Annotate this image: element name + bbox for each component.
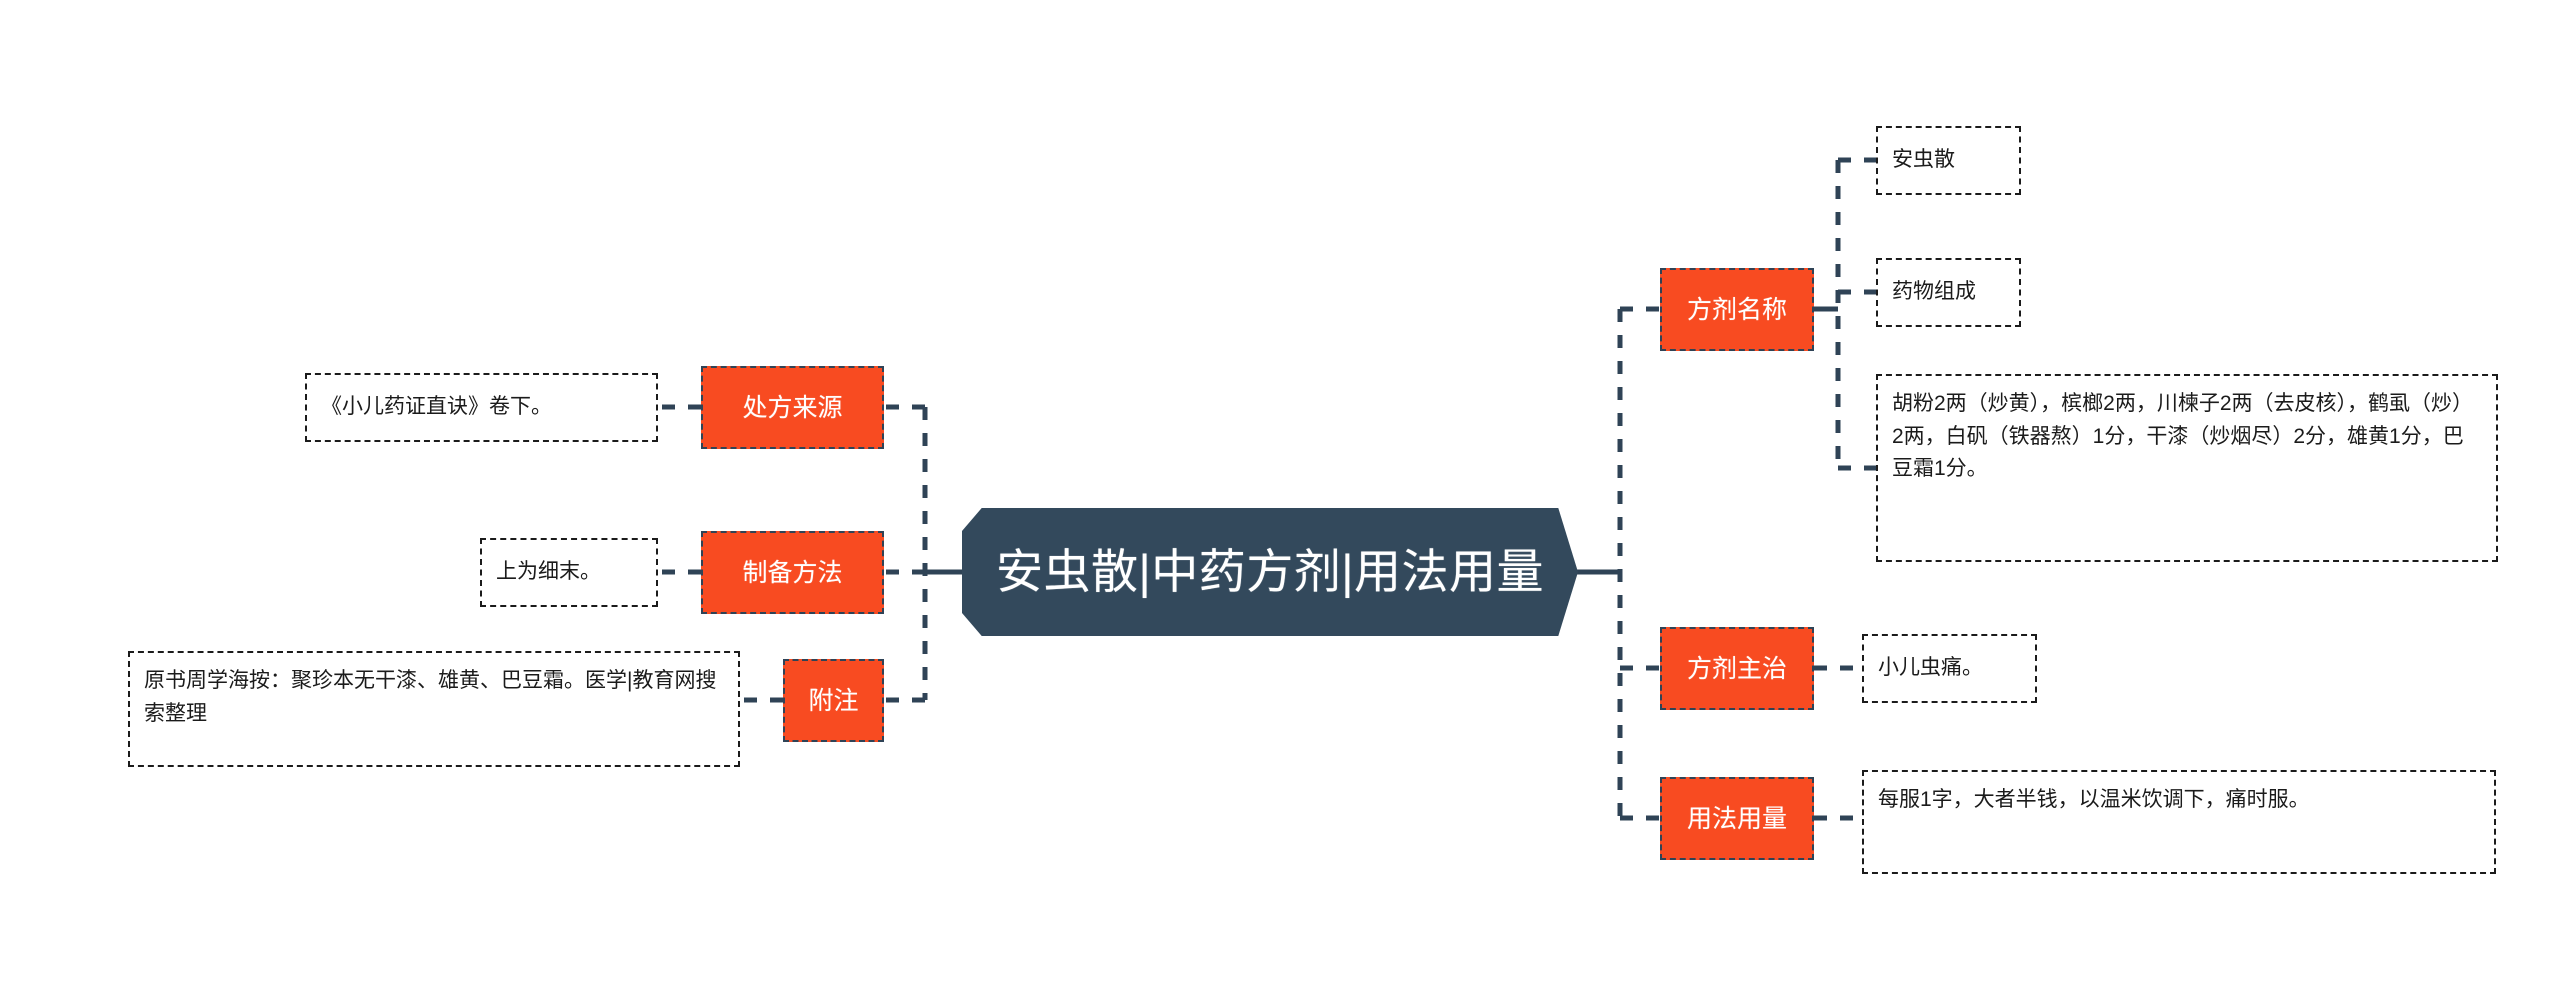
leaf-text: 原书周学海按：聚珍本无干漆、雄黄、巴豆霜。医学|教育网搜索整理 bbox=[144, 669, 717, 725]
leaf-text: 胡粉2两（炒黄），槟榔2两，川楝子2两（去皮核），鹤虱（炒）2两，白矾（铁器熬）… bbox=[1892, 392, 2474, 481]
branch-node-formula-indications[interactable]: 方剂主治 bbox=[1660, 627, 1814, 710]
leaf-node-dosage-value[interactable]: 每服1字，大者半钱，以温米饮调下，痛时服。 bbox=[1862, 770, 2496, 874]
leaf-node-indications-value[interactable]: 小儿虫痛。 bbox=[1862, 634, 2037, 703]
center-node-label: 安虫散|中药方剂|用法用量 bbox=[996, 544, 1544, 598]
leaf-node-drug-composition-label[interactable]: 药物组成 bbox=[1876, 258, 2021, 327]
leaf-node-formula-name-value[interactable]: 安虫散 bbox=[1876, 126, 2021, 195]
branch-label: 处方来源 bbox=[742, 393, 843, 422]
leaf-node-remarks-text[interactable]: 原书周学海按：聚珍本无干漆、雄黄、巴豆霜。医学|教育网搜索整理 bbox=[128, 651, 740, 767]
branch-node-remarks[interactable]: 附注 bbox=[783, 659, 884, 742]
leaf-text: 安虫散 bbox=[1892, 148, 1955, 172]
branch-label: 附注 bbox=[808, 686, 859, 715]
branch-node-dosage-usage[interactable]: 用法用量 bbox=[1660, 777, 1814, 860]
branch-label: 制备方法 bbox=[742, 558, 843, 587]
branch-label: 用法用量 bbox=[1686, 804, 1787, 833]
leaf-node-source-text[interactable]: 《小儿药证直诀》卷下。 bbox=[305, 373, 658, 442]
leaf-text: 每服1字，大者半钱，以温米饮调下，痛时服。 bbox=[1878, 788, 2310, 811]
branch-node-preparation-method[interactable]: 制备方法 bbox=[701, 531, 884, 614]
leaf-node-drug-composition-value[interactable]: 胡粉2两（炒黄），槟榔2两，川楝子2两（去皮核），鹤虱（炒）2两，白矾（铁器熬）… bbox=[1876, 374, 2498, 562]
leaf-text: 《小儿药证直诀》卷下。 bbox=[321, 395, 552, 419]
leaf-node-preparation-text[interactable]: 上为细末。 bbox=[480, 538, 658, 607]
center-node[interactable]: 安虫散|中药方剂|用法用量 bbox=[962, 508, 1578, 636]
leaf-text: 药物组成 bbox=[1892, 280, 1976, 304]
leaf-text: 上为细末。 bbox=[496, 560, 601, 584]
branch-label: 方剂主治 bbox=[1686, 654, 1787, 683]
branch-node-formula-name[interactable]: 方剂名称 bbox=[1660, 268, 1814, 351]
leaf-text: 小儿虫痛。 bbox=[1878, 656, 1983, 680]
branch-label: 方剂名称 bbox=[1686, 295, 1787, 324]
branch-node-prescription-source[interactable]: 处方来源 bbox=[701, 366, 884, 449]
